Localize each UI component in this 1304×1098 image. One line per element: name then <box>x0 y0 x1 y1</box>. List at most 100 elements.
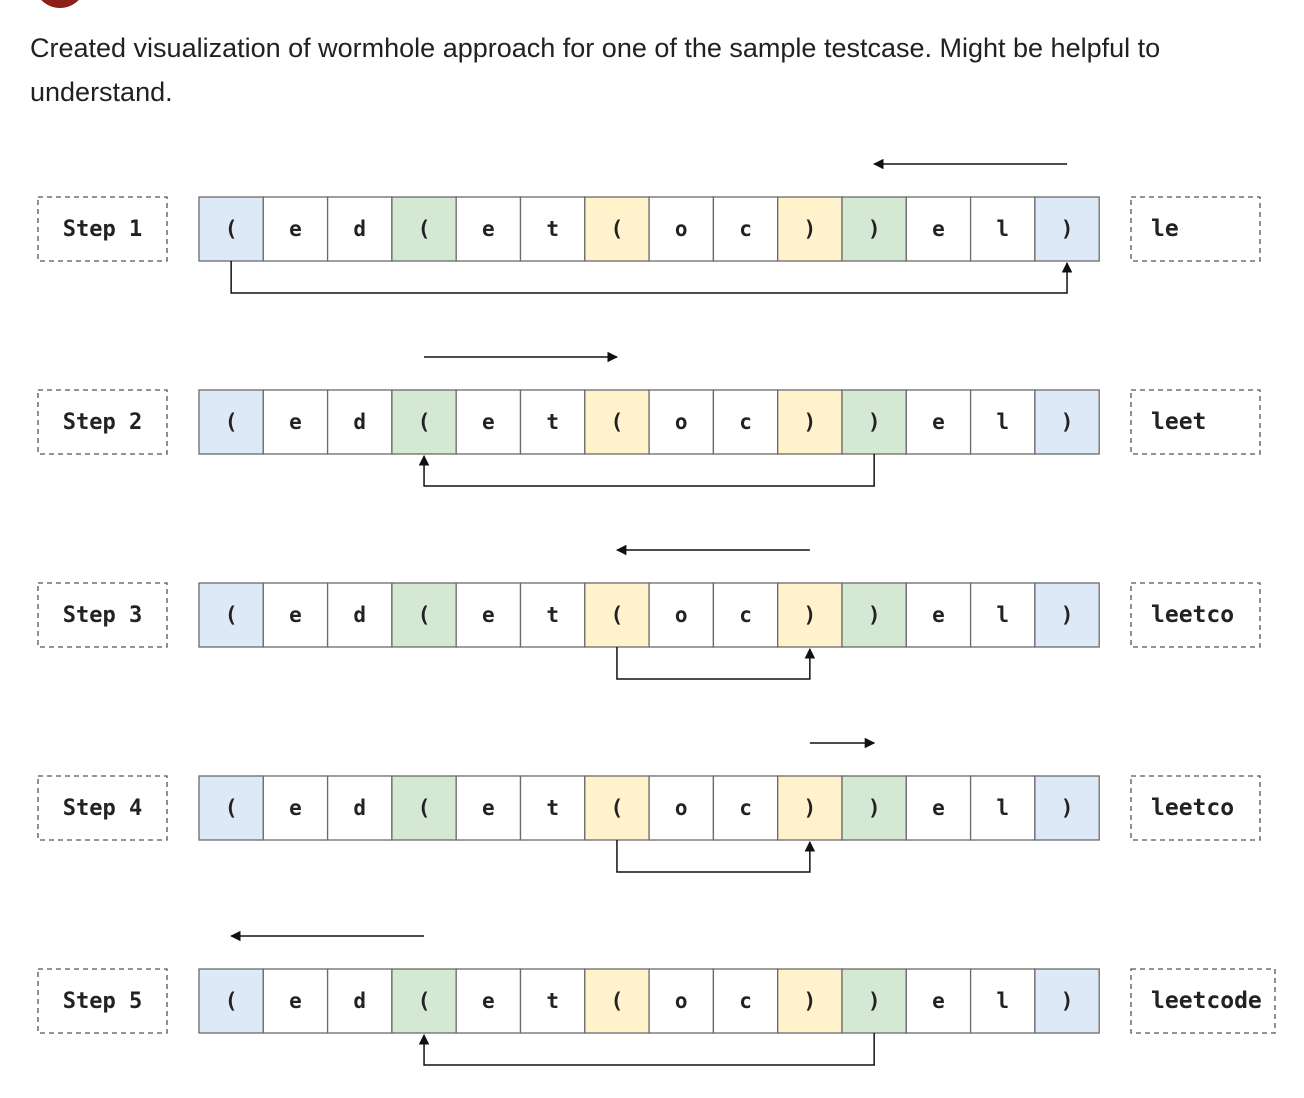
char-cell <box>712 196 779 262</box>
char-cell-text: ( <box>418 603 431 627</box>
char-cell <box>584 968 650 1034</box>
char-cell-text: e <box>932 603 945 627</box>
char-cell <box>455 582 522 648</box>
char-cell-text: ) <box>1061 410 1074 434</box>
char-cell-text: ( <box>611 989 624 1013</box>
char-cell <box>1034 775 1100 841</box>
char-cell-text: c <box>739 603 752 627</box>
char-cell-text: d <box>353 217 366 241</box>
char-cell <box>648 582 715 648</box>
result-text: le <box>1151 216 1179 242</box>
char-cell <box>841 582 907 648</box>
char-cell-text: o <box>675 410 688 434</box>
char-cell <box>712 389 779 455</box>
result-box <box>1130 775 1261 841</box>
result-box <box>1130 196 1261 262</box>
char-cell-text: e <box>289 217 302 241</box>
char-cell-text: e <box>482 217 495 241</box>
char-cell <box>326 196 393 262</box>
char-cell <box>326 582 393 648</box>
char-cell-text: ) <box>1061 603 1074 627</box>
char-cell-text: d <box>353 796 366 820</box>
char-cell <box>391 389 457 455</box>
result-text: leetco <box>1151 602 1234 628</box>
char-cell <box>841 968 907 1034</box>
result-text: leetcode <box>1151 988 1262 1014</box>
char-cell <box>1034 582 1100 648</box>
char-cell <box>969 196 1036 262</box>
char-cell <box>905 968 972 1034</box>
char-cell <box>198 582 264 648</box>
char-cell-text: c <box>739 796 752 820</box>
char-cell-text: l <box>996 796 1009 820</box>
char-cell-text: l <box>996 410 1009 434</box>
char-cell-text: c <box>739 217 752 241</box>
char-cell <box>519 775 586 841</box>
char-cell-text: o <box>675 603 688 627</box>
char-cell <box>455 389 522 455</box>
char-cell <box>1034 196 1100 262</box>
wormhole-jump-arrow <box>418 454 875 487</box>
char-cell <box>198 968 264 1034</box>
char-cell <box>969 968 1036 1034</box>
char-cell-text: ) <box>1061 989 1074 1013</box>
char-cell <box>584 775 650 841</box>
char-cell-text: ) <box>804 410 817 434</box>
char-cell-text: ) <box>804 796 817 820</box>
char-cell-text: e <box>932 217 945 241</box>
char-cell-text: ) <box>804 989 817 1013</box>
char-cell-text: o <box>675 989 688 1013</box>
char-cell <box>326 775 393 841</box>
step-label-box <box>37 196 168 262</box>
step-label: Step 1 <box>63 217 142 242</box>
char-cell-text: l <box>996 603 1009 627</box>
char-cell <box>455 196 522 262</box>
char-cell-text: ) <box>804 603 817 627</box>
char-cell-text: ( <box>225 989 238 1013</box>
char-cell-text: e <box>482 796 495 820</box>
char-cell-text: e <box>932 989 945 1013</box>
char-cell <box>648 389 715 455</box>
step-label: Step 2 <box>63 410 142 435</box>
step-label-box <box>37 968 168 1034</box>
char-cell-text: t <box>546 603 559 627</box>
result-box <box>1130 582 1261 648</box>
char-cell-text: d <box>353 603 366 627</box>
step-label: Step 3 <box>63 603 142 628</box>
step-label-box <box>37 775 168 841</box>
char-cell-text: ) <box>868 410 881 434</box>
step-label-box <box>37 389 168 455</box>
char-cell-text: ) <box>1061 217 1074 241</box>
char-cell <box>262 389 329 455</box>
char-cell-text: l <box>996 217 1009 241</box>
char-cell-text: l <box>996 989 1009 1013</box>
wormhole-jump-arrow <box>616 840 816 873</box>
char-cell <box>198 389 264 455</box>
char-cell <box>326 968 393 1034</box>
char-cell-text: ( <box>225 410 238 434</box>
char-cell <box>391 968 457 1034</box>
char-cell <box>969 775 1036 841</box>
char-cell <box>905 775 972 841</box>
wormhole-jump-arrow <box>418 1033 875 1066</box>
char-cell <box>648 968 715 1034</box>
char-cell-text: ( <box>611 217 624 241</box>
char-cell <box>841 389 907 455</box>
char-cell-text: ) <box>1061 796 1074 820</box>
wormhole-jump-arrow <box>616 647 816 680</box>
char-cell-text: ( <box>225 217 238 241</box>
char-cell-text: ( <box>418 217 431 241</box>
char-cell-text: e <box>932 410 945 434</box>
char-cell-text: ( <box>225 603 238 627</box>
char-cell <box>1034 389 1100 455</box>
char-cell <box>519 968 586 1034</box>
char-cell <box>905 389 972 455</box>
char-cell <box>584 389 650 455</box>
char-cell-text: e <box>482 989 495 1013</box>
char-cell-text: ) <box>804 217 817 241</box>
char-cell-text: t <box>546 796 559 820</box>
char-cell <box>777 389 843 455</box>
